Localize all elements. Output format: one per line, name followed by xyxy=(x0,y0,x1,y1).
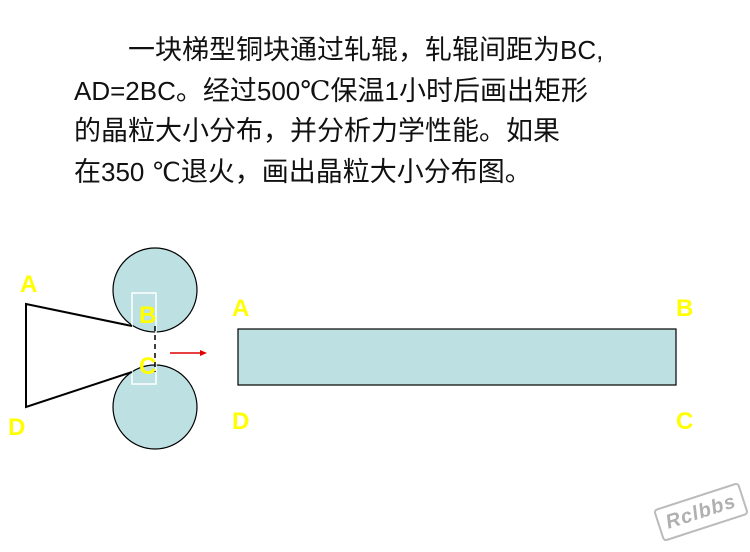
right-label-d: D xyxy=(232,408,249,435)
problem-line-1-latin: BC, xyxy=(560,35,604,65)
problem-line-4-text-b: 退火，画出晶粒大小分布图。 xyxy=(180,157,532,188)
problem-line-2-temp: 500 xyxy=(256,76,301,106)
left-label-d: D xyxy=(8,414,25,441)
problem-line-2-hours: 1 xyxy=(384,76,399,106)
problem-statement: 一块梯型铜块通过轧辊，轧辊间距为BC, AD=2BC。经过500℃保温1小时后画… xyxy=(74,30,714,193)
problem-line-4-text-a: 在 xyxy=(74,157,101,188)
problem-line-2: AD=2BC。经过500℃保温1小时后画出矩形 xyxy=(74,71,714,112)
feed-arrow-icon xyxy=(200,350,207,356)
rolled-rectangle xyxy=(237,328,677,386)
left-label-c: C xyxy=(139,353,156,380)
problem-line-4: 在350 ℃退火，画出晶粒大小分布图。 xyxy=(74,152,714,193)
left-label-b: B xyxy=(139,302,156,329)
left-label-a: A xyxy=(20,271,37,298)
problem-line-1-text: 一块梯型铜块通过轧辊，轧辊间距为 xyxy=(128,35,560,66)
problem-line-2-formula: AD=2BC xyxy=(74,76,176,106)
problem-line-2-text-b: ℃保温 xyxy=(300,76,385,107)
top-roller xyxy=(112,247,198,333)
roll-gap-box xyxy=(131,292,157,385)
right-label-a: A xyxy=(232,295,249,322)
problem-line-1: 一块梯型铜块通过轧辊，轧辊间距为BC, xyxy=(74,30,714,71)
problem-line-2-text-a: 。经过 xyxy=(175,76,257,107)
trapezoid-workpiece xyxy=(25,302,133,409)
problem-line-3: 的晶粒大小分布，并分析力学性能。如果 xyxy=(74,116,560,147)
problem-line-2-text-c: 小时后画出矩形 xyxy=(398,76,588,107)
problem-line-4-temp: 350 ℃ xyxy=(101,157,181,187)
right-label-b: B xyxy=(676,295,693,322)
right-label-c: C xyxy=(676,408,693,435)
